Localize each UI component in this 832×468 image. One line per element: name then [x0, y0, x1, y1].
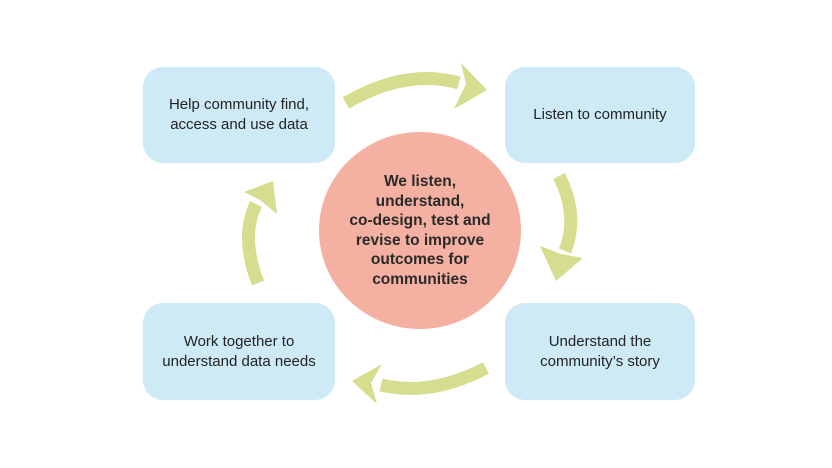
center-circle-statement: We listen, understand, co-design, test a… — [319, 132, 521, 329]
arrow-bottom-head — [352, 364, 382, 404]
arrow-bottom-icon — [352, 362, 489, 404]
arrow-left-shaft — [242, 201, 265, 286]
arrow-top-icon — [342, 63, 487, 109]
arrow-top-head — [454, 63, 487, 109]
box-help-community-find-access-use-data: Help community find, access and use data — [143, 67, 335, 163]
box-work-together-understand-data-needs: Work together to understand data needs — [143, 303, 335, 400]
arrow-right-shaft — [553, 173, 578, 254]
arrow-right-icon — [540, 173, 583, 281]
box-listen-to-community: Listen to community — [505, 67, 695, 163]
arrow-right-head — [540, 246, 583, 281]
box-understand-communitys-story: Understand the community’s story — [505, 303, 695, 400]
arrow-left-head — [244, 181, 277, 214]
arrow-top-shaft — [342, 72, 461, 109]
arrow-left-icon — [242, 181, 277, 286]
arrow-bottom-shaft — [379, 362, 489, 395]
